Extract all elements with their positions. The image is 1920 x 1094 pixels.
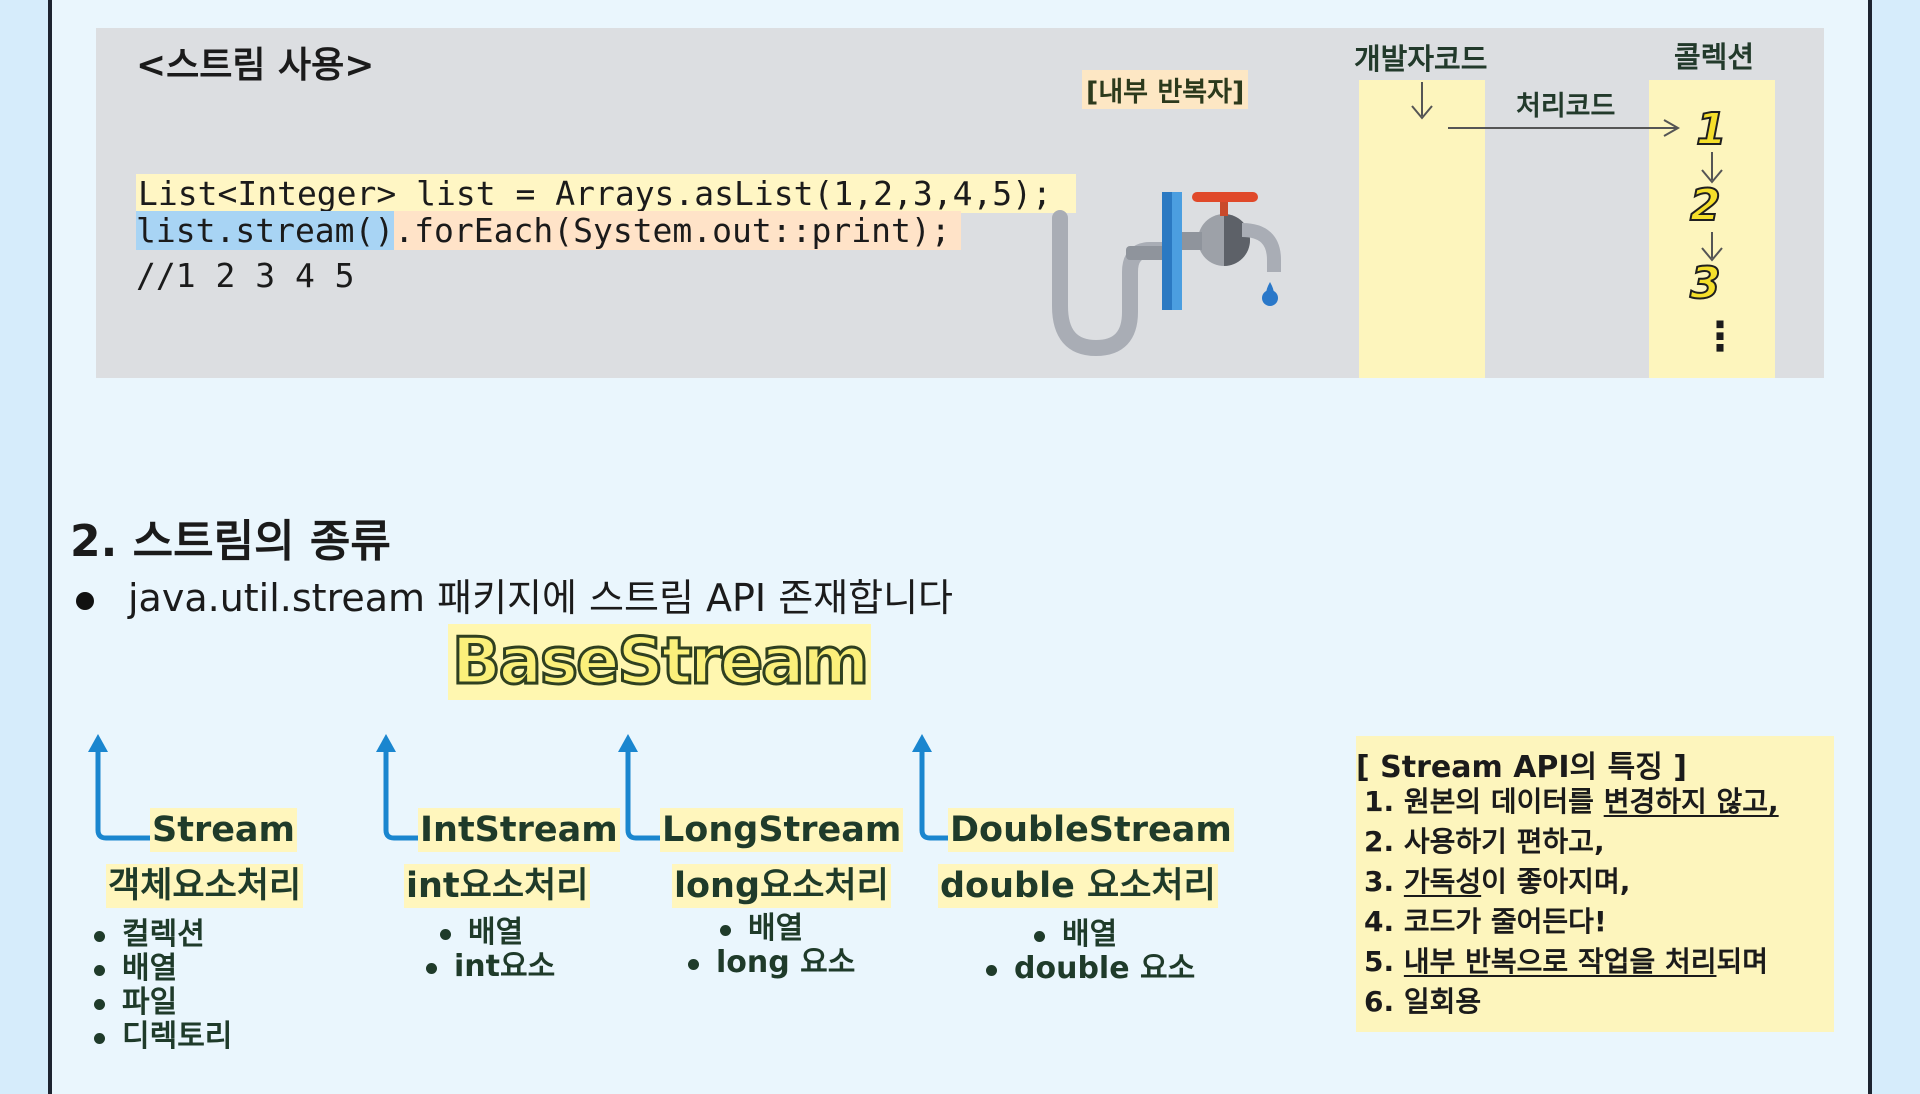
stream-desc: 객체요소처리 xyxy=(106,864,304,908)
intstream-class-label: IntStream xyxy=(418,808,620,852)
code-foreach-call: .forEach(System.out::print); xyxy=(394,211,961,250)
item-text: 원본의 데이터를 xyxy=(1403,785,1604,818)
list-item: 배열 xyxy=(438,916,555,950)
section-bullet: java.util.stream 패키지에 스트림 API 존재합니다 xyxy=(76,567,953,622)
features-title: [ Stream API의 특징 ] xyxy=(1356,750,1687,785)
features-list: 1. 원본의 데이터를 변경하지 않고, 2. 사용하기 편하고, 3. 가독성… xyxy=(1364,782,1779,1022)
list-item: 배열 xyxy=(92,952,232,986)
processing-code-label: 처리코드 xyxy=(1516,91,1616,122)
list-item: 2. 사용하기 편하고, xyxy=(1364,822,1779,862)
item-underlined-text: 변경하지 않고, xyxy=(1603,785,1779,818)
stream-usage-panel: <스트림 사용> List<Integer> list = Arrays.asL… xyxy=(96,28,1824,378)
item-number: 5. xyxy=(1364,945,1395,978)
list-item: 4. 코드가 줄어든다! xyxy=(1364,902,1779,942)
item-text: 이 좋아지며, xyxy=(1481,865,1631,898)
doublestream-desc: double 요소처리 xyxy=(938,864,1218,908)
doublestream-items: 배열 double 요소 xyxy=(984,918,1195,986)
code-stream-call: list.stream() xyxy=(136,211,395,250)
section-title: 2. 스트림의 종류 xyxy=(70,516,391,567)
list-item: 5. 내부 반복으로 작업을 처리되며 xyxy=(1364,942,1779,982)
bullet-dot xyxy=(76,591,94,610)
list-item: double 요소 xyxy=(984,952,1195,986)
doublestream-class-label: DoubleStream xyxy=(948,808,1234,852)
list-item: 파일 xyxy=(92,986,232,1020)
list-item: 배열 xyxy=(718,912,855,946)
faucet-icon xyxy=(1052,192,1281,357)
item-number: 4. xyxy=(1364,905,1395,938)
item-text: 되며 xyxy=(1716,945,1769,978)
item-text: 사용하기 편하고, xyxy=(1403,825,1605,858)
stream-items: 컬렉션 배열 파일 디렉토리 xyxy=(92,918,232,1054)
item-underlined-text: 가독성 xyxy=(1403,865,1482,898)
panel-title: <스트림 사용> xyxy=(136,45,375,86)
ellipsis-icon: ⋮ xyxy=(1700,314,1740,360)
longstream-items: 배열 long 요소 xyxy=(686,912,855,980)
list-item: 컬렉션 xyxy=(92,918,232,952)
longstream-desc: long요소처리 xyxy=(672,864,891,908)
list-item: 디렉토리 xyxy=(92,1020,232,1054)
features-note: [ Stream API의 특징 ] 1. 원본의 데이터를 변경하지 않고, … xyxy=(1356,736,1834,1032)
list-item: 배열 xyxy=(1032,918,1195,952)
flow-arrows xyxy=(1411,82,1723,262)
collection-label: 콜렉션 xyxy=(1674,40,1755,74)
item-number: 2. xyxy=(1364,825,1395,858)
stream-class-label: Stream xyxy=(150,808,298,852)
item-number: 1. xyxy=(1364,785,1395,818)
item-text: 코드가 줄어든다! xyxy=(1403,905,1607,938)
longstream-class-label: LongStream xyxy=(660,808,904,852)
item-underlined-text: 내부 반복으로 작업을 처리 xyxy=(1403,945,1717,978)
item-text: 일회용 xyxy=(1403,985,1482,1018)
basestream-title: BaseStream xyxy=(448,624,871,701)
item-number: 3. xyxy=(1364,865,1395,898)
element-number-2: 2 xyxy=(1689,179,1722,232)
list-item: 1. 원본의 데이터를 변경하지 않고, xyxy=(1364,782,1779,822)
code-line-2: list.stream().forEach(System.out::print)… xyxy=(136,211,961,250)
collection-column xyxy=(1649,80,1775,378)
list-item: int요소 xyxy=(424,950,555,984)
list-item: 3. 가독성이 좋아지며, xyxy=(1364,862,1779,902)
developer-code-label: 개발자코드 xyxy=(1354,42,1488,76)
list-item: long 요소 xyxy=(686,946,855,980)
list-item: 6. 일회용 xyxy=(1364,982,1779,1022)
code-line-1: List<Integer> list = Arrays.asList(1,2,3… xyxy=(136,174,1076,213)
intstream-items: 배열 int요소 xyxy=(424,916,555,984)
internal-iterator-label: [내부 반복자] xyxy=(1082,70,1249,109)
section-bullet-text: java.util.stream 패키지에 스트림 API 존재합니다 xyxy=(128,576,953,620)
intstream-desc: int요소처리 xyxy=(404,864,591,908)
element-number-3: 3 xyxy=(1689,257,1722,310)
element-number-1: 1 xyxy=(1695,103,1728,156)
developer-code-column xyxy=(1359,80,1485,378)
item-number: 6. xyxy=(1364,985,1395,1018)
code-comment: //1 2 3 4 5 xyxy=(136,256,355,295)
